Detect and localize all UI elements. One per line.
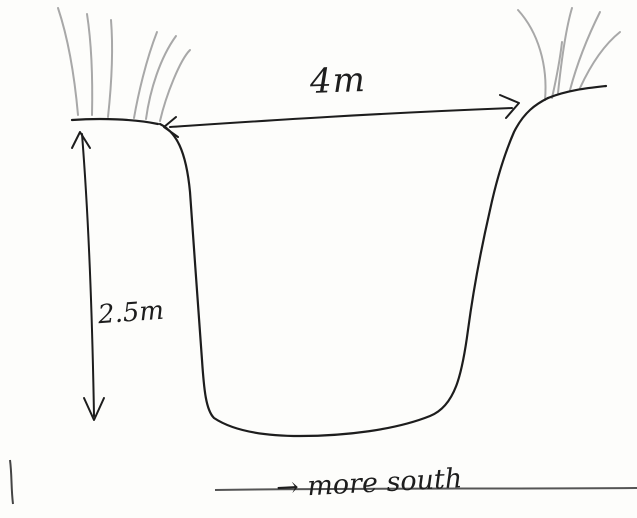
bottom-paper-line <box>214 487 637 491</box>
trench-outline <box>158 96 550 438</box>
right-grass-tuft <box>517 7 621 101</box>
left-grass-tuft <box>57 7 191 122</box>
left-ground-line <box>70 117 160 126</box>
width-dimension-arrow <box>163 94 520 138</box>
depth-label: 2.5m <box>97 295 165 331</box>
depth-dimension-arrow <box>71 131 105 421</box>
paper-edge-mark <box>9 459 14 505</box>
width-label: 4m <box>309 60 367 102</box>
right-ground-line <box>546 84 608 100</box>
